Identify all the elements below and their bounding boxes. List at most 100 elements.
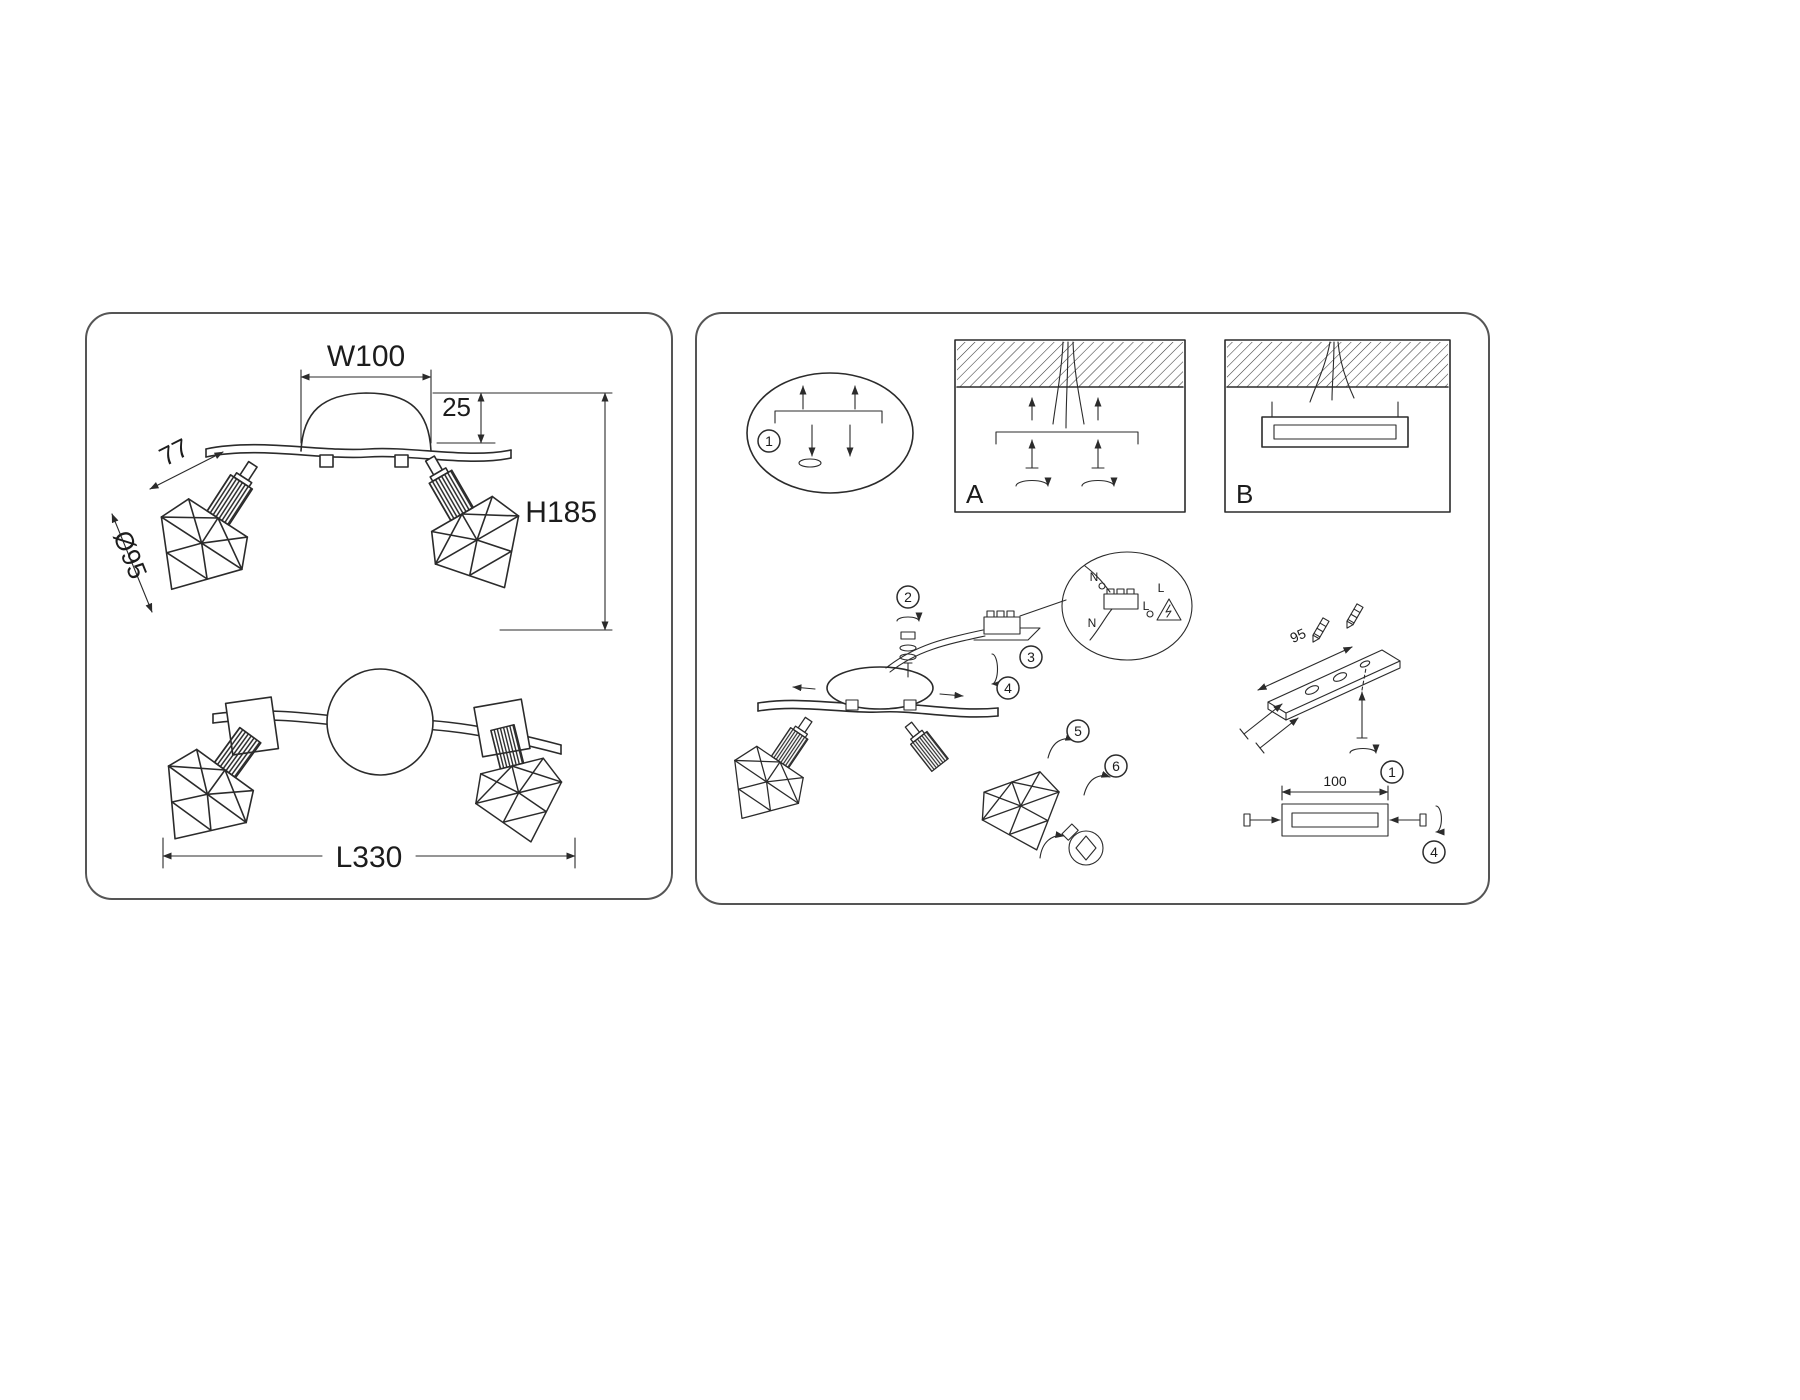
terminal-plate [973, 627, 1041, 641]
dim-canopy-height-label: 25 [442, 392, 471, 422]
step-5-number: 5 [1074, 723, 1082, 739]
bulb-filament-icon [1075, 835, 1097, 861]
rotate-arrow [1015, 477, 1052, 487]
bar-clamp [319, 454, 334, 468]
bar-clamp [394, 454, 409, 468]
step1-hardware-balloon: 1 [746, 372, 914, 494]
installation-panel: 1 A [695, 312, 1490, 905]
bracket-edge [1285, 660, 1401, 721]
bulb-icon [1068, 830, 1104, 866]
dim-fixture-length-label: L330 [336, 841, 403, 874]
bracket-perspective: 95 1 [1239, 603, 1404, 784]
step-4-badge [1422, 840, 1446, 864]
wiring-detail-balloon: N L N L [1061, 551, 1193, 661]
assembly-drawing: 2 3 [710, 551, 1193, 866]
lightning-icon [1165, 604, 1172, 618]
mount-option-b: B [1224, 339, 1451, 513]
step-3-badge [1019, 645, 1043, 669]
anchor-icon [798, 458, 822, 468]
wire-neutral-label: N [1090, 570, 1099, 584]
bulb-base-icon [1061, 823, 1079, 841]
slide-arrow-left [792, 684, 816, 692]
bar-clamp [845, 699, 859, 711]
step-3-number: 3 [1027, 649, 1035, 665]
warning-triangle-icon [1156, 598, 1182, 621]
wire [1309, 341, 1331, 403]
step-1-number: 1 [1388, 764, 1396, 780]
mounting-plate-slot [1273, 424, 1397, 440]
ground-terminal-icon [1098, 582, 1106, 590]
screw-icon [1259, 717, 1299, 749]
step-5-badge [1066, 719, 1090, 743]
rotate-arrow [1083, 770, 1111, 796]
bulb-group [1039, 823, 1104, 866]
wire [1337, 341, 1355, 399]
wire [1089, 608, 1113, 641]
dim-fixture-height-label: H185 [525, 496, 597, 529]
wire-live-label: L [1143, 599, 1150, 613]
bar-rotate-group: 4 [991, 653, 1020, 700]
terminal-block [983, 616, 1021, 635]
wire [1072, 341, 1085, 425]
fixture-top-view [136, 668, 574, 867]
dim-fixture-length: L330 [162, 837, 576, 874]
terminal-block [1103, 593, 1139, 610]
step-2-number: 2 [904, 589, 912, 605]
dim-bracket-width-label: 100 [1323, 773, 1347, 789]
wire [1065, 341, 1069, 429]
option-a-label: A [966, 479, 984, 509]
bracket-icon [995, 431, 1139, 445]
step-2-badge [896, 585, 920, 609]
terminal-block-group: 3 [885, 599, 1067, 673]
option-b-label: B [1236, 479, 1253, 509]
wire-live-label: L [1158, 581, 1165, 595]
detail-balloon [746, 372, 914, 494]
dim-fixture-height: H185 [499, 392, 613, 631]
fixture-side-view [131, 392, 546, 615]
step-1-number: 1 [765, 433, 773, 449]
dim-bracket-depth [1257, 646, 1353, 691]
bracket-icon [774, 410, 883, 424]
wire [889, 635, 986, 673]
wire [1052, 341, 1064, 425]
canopy-circle [326, 668, 434, 776]
canopy [826, 666, 934, 710]
wire [1331, 341, 1335, 401]
bracket-edge [1267, 701, 1287, 721]
rotate-arrow [1039, 831, 1065, 859]
step-6-badge [1104, 754, 1128, 778]
screw-icon [1243, 703, 1283, 735]
screw-anchor-right [1081, 397, 1118, 487]
rotate-arrow [991, 653, 1001, 688]
dim-bracket-depth-label: 95 [1287, 625, 1308, 646]
mount-bar-bottom [205, 451, 512, 462]
bracket-slot [1291, 812, 1379, 828]
step-6-number: 6 [1112, 758, 1120, 774]
step-4-number: 4 [1004, 680, 1012, 696]
balloon-leader [1019, 599, 1067, 617]
mounting-bracket [1281, 803, 1389, 837]
rotate-arrow [1081, 477, 1118, 487]
wire-neutral-label: N [1088, 616, 1097, 630]
ceiling-hatch [957, 342, 1183, 387]
ground-terminal-icon [1146, 610, 1154, 618]
mounting-plate [1261, 416, 1409, 448]
step-4-badge [996, 676, 1020, 700]
canopy-dome [300, 392, 432, 452]
slide-arrow-right [939, 691, 964, 699]
dim-canopy-width-label: W100 [327, 340, 405, 373]
mount-bar-top [205, 443, 512, 454]
bar-clamp [903, 699, 917, 711]
mount-bar-bottom [757, 707, 999, 718]
bracket-front-view: 100 4 [1243, 773, 1446, 864]
screw-anchor-left [1015, 397, 1052, 487]
alignment-guide [1361, 667, 1367, 691]
head-adjust-group: 5 6 [1047, 719, 1128, 796]
dim-canopy-width: W100 [300, 340, 432, 444]
rotate-arrow [1349, 744, 1380, 754]
detail-balloon [1061, 551, 1193, 661]
wire [885, 629, 984, 669]
step-1-badge [1380, 760, 1404, 784]
